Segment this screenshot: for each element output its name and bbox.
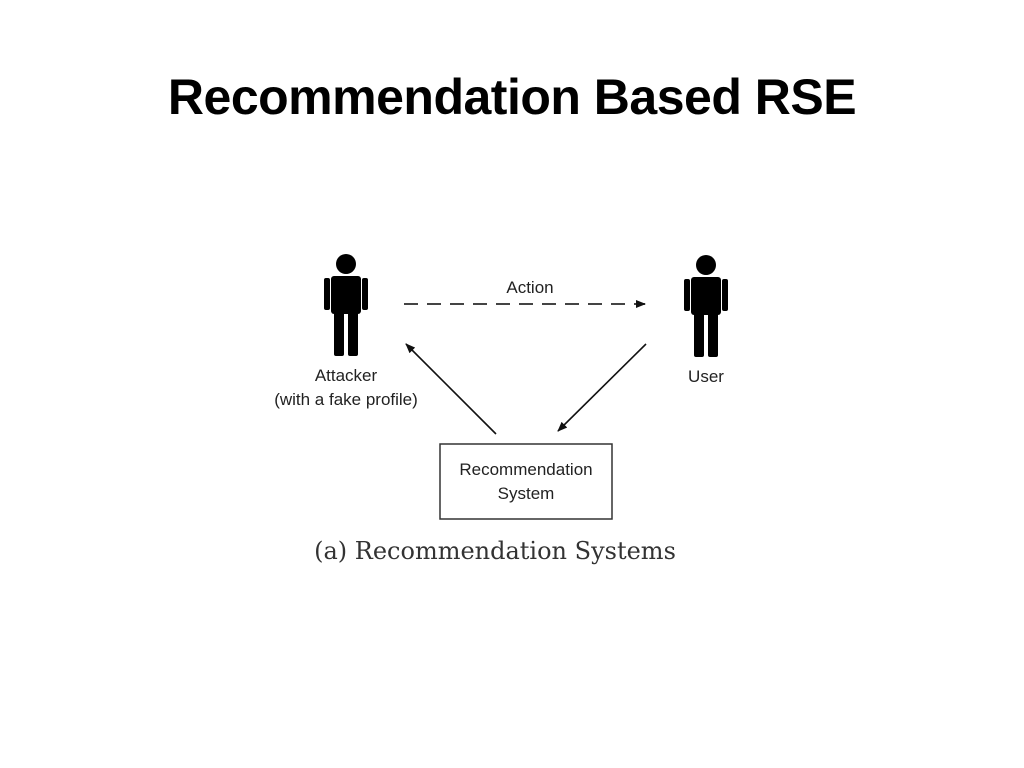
system-label-line1: Recommendation	[459, 460, 592, 479]
figure-caption: (a) Recommendation Systems	[314, 537, 676, 565]
user-person-icon	[684, 255, 728, 357]
slide-title: Recommendation Based RSE	[167, 69, 857, 125]
attacker-label: Attacker	[315, 366, 378, 385]
action-label: Action	[506, 278, 553, 297]
system-label-line2: System	[498, 484, 555, 503]
recommendation-system-box	[439, 443, 613, 520]
attacker-sublabel: (with a fake profile)	[274, 390, 418, 409]
system-to-attacker-arrow	[405, 343, 497, 435]
user-label: User	[688, 367, 724, 386]
attacker-person-icon	[324, 254, 368, 356]
user-to-system-arrow	[557, 343, 647, 432]
